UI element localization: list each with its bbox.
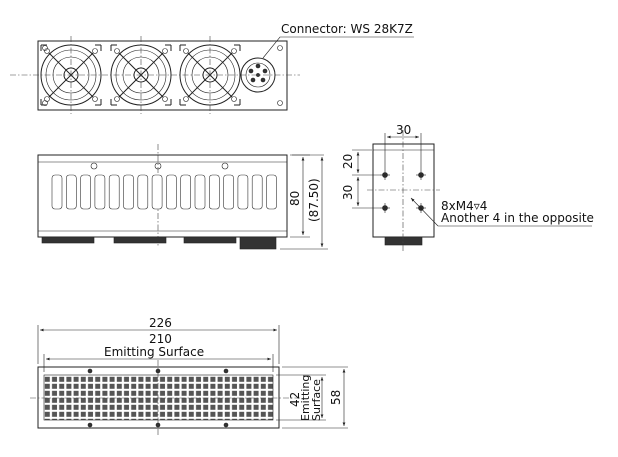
emitting-surface — [43, 374, 274, 421]
bottom-view: 226 210 Emitting Surface 42 Emitting Sur… — [30, 316, 348, 436]
screw-leader — [410, 197, 439, 227]
side-fan-foot-1 — [41, 236, 95, 244]
cooling-fin — [51, 174, 63, 210]
cooling-fin — [108, 174, 120, 210]
front-housing — [37, 40, 288, 111]
hole-pitch-dim-text: 30 — [341, 185, 355, 200]
cooling-fin — [123, 174, 134, 210]
side-view: 80 (87.50) — [37, 144, 328, 250]
emitting-width-label: Emitting Surface — [104, 345, 204, 359]
end-width-dim-text: 30 — [396, 123, 411, 137]
cooling-fin — [194, 174, 206, 210]
emitting-depth-label-2: Surface — [310, 379, 323, 421]
cooling-fin — [80, 174, 91, 210]
height-ref-dim-text: (87.50) — [307, 178, 321, 222]
cooling-fin — [223, 174, 234, 210]
screw-hole-3 — [380, 203, 390, 213]
cooling-fins — [51, 174, 277, 210]
screw-note: 8xM4▿4 — [441, 199, 487, 213]
screw-hole-2 — [416, 170, 426, 180]
cooling-fin — [266, 174, 277, 210]
side-fan-foot-2 — [113, 236, 167, 244]
screw-hole-1 — [380, 170, 390, 180]
height-dim-text: 80 — [288, 191, 302, 206]
emitting-depth-dim-text: 42 — [288, 392, 302, 407]
end-base — [384, 236, 423, 246]
bottom-housing — [37, 366, 280, 429]
cooling-fin — [166, 174, 177, 210]
cooling-fin — [151, 174, 163, 210]
top-offset-dim-text: 20 — [341, 154, 355, 169]
cooling-fin — [66, 174, 77, 210]
cooling-fin — [251, 174, 263, 210]
side-fan-foot-3 — [183, 236, 237, 244]
side-connector-stub — [239, 236, 277, 250]
cooling-fin — [209, 174, 220, 210]
end-housing — [372, 143, 435, 238]
emitting-depth-label-1: Emitting — [299, 375, 312, 421]
connector-icon — [240, 57, 276, 93]
connector-leader — [262, 36, 414, 59]
cooling-fin — [180, 174, 191, 210]
overall-depth-dim-text: 58 — [329, 390, 343, 405]
front-view: Connector: WS 28K7Z — [10, 22, 414, 114]
cooling-fin — [137, 174, 149, 210]
emitting-width-dim-text: 210 — [149, 332, 172, 346]
end-view: 30 20 30 8xM4▿4 Another 4 in the opposit… — [341, 123, 594, 252]
cooling-fin — [94, 174, 106, 210]
connector-label: Connector: WS 28K7Z — [281, 22, 413, 36]
opposite-note: Another 4 in the opposite — [441, 211, 594, 225]
cooling-fin — [237, 174, 249, 210]
overall-width-dim-text: 226 — [149, 316, 172, 330]
